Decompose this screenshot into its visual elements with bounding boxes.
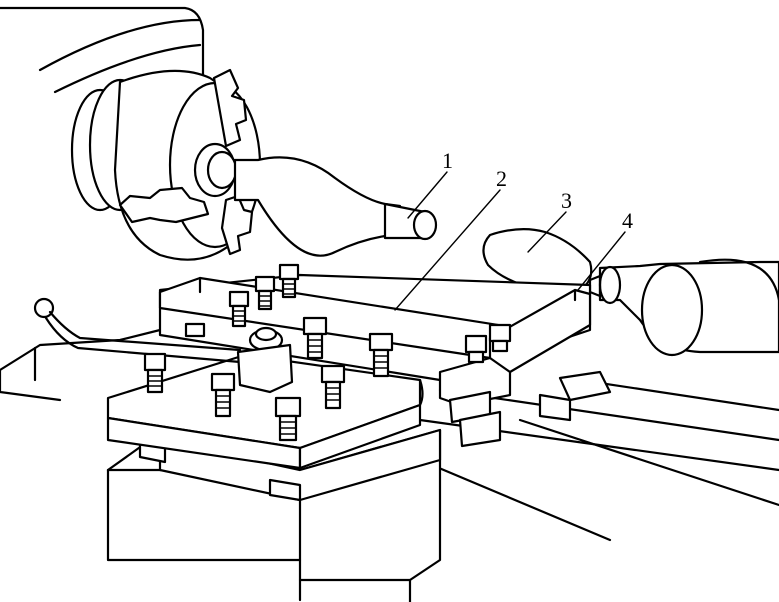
leader-1: [407, 171, 448, 219]
bolt: [228, 290, 250, 328]
callouts: 1 2 3 4: [442, 148, 633, 233]
clamp-lever: [33, 297, 294, 394]
bolt: [368, 332, 394, 378]
workpiece: [233, 156, 438, 257]
leader-2: [394, 189, 501, 311]
callout-2: 2: [496, 166, 507, 191]
bolt: [278, 263, 300, 299]
callout-1: 1: [442, 148, 453, 173]
template-holder: [158, 276, 592, 448]
leader-lines: [394, 171, 626, 311]
bolt: [302, 316, 328, 360]
leader-4: [577, 231, 626, 291]
chuck: [70, 68, 262, 261]
bolt: [210, 372, 236, 418]
bolt: [320, 364, 346, 410]
bolts: [143, 263, 512, 442]
bolt: [143, 352, 167, 394]
bolt: [254, 275, 276, 311]
callout-4: 4: [622, 208, 633, 233]
bolt: [184, 322, 206, 338]
callout-3: 3: [561, 188, 572, 213]
bolt: [464, 334, 488, 364]
tailstock: [588, 258, 779, 357]
leader-3: [527, 211, 567, 253]
bolt: [488, 323, 512, 353]
bolt: [274, 396, 302, 442]
